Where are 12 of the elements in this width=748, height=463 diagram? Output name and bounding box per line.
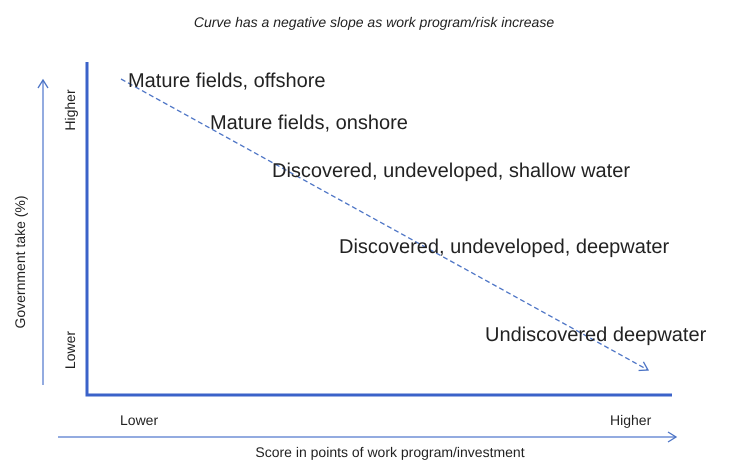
category-label: Discovered, undeveloped, shallow water [272, 160, 630, 183]
axis-tick-label: Lower [62, 330, 78, 370]
axis-tick-label: Higher [610, 412, 652, 428]
axis-tick-label: Lower [120, 412, 158, 428]
chart-title: Curve has a negative slope as work program/risk increase [194, 14, 554, 30]
axis-title: Government take (%) [12, 195, 28, 329]
axis-tick-label: Higher [62, 89, 78, 131]
axis-title: Score in points of work program/investment [255, 444, 525, 460]
category-label: Discovered, undeveloped, deepwater [339, 236, 670, 259]
category-label: Mature fields, offshore [128, 70, 326, 93]
category-label: Mature fields, onshore [210, 112, 408, 135]
category-label: Undiscovered deepwater [485, 324, 706, 347]
